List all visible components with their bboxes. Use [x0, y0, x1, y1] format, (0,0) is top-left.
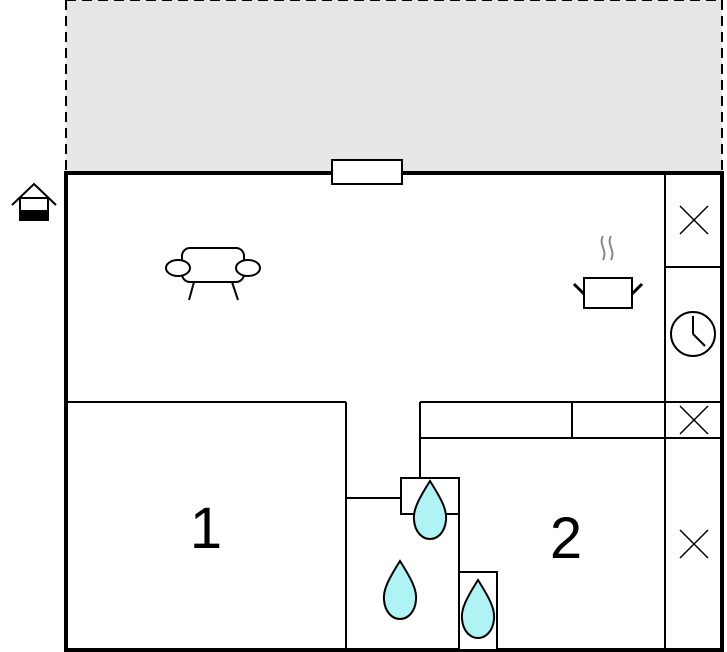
cross-marks [679, 205, 709, 559]
clock-icon [670, 311, 716, 357]
cooking-pot-icon [572, 235, 644, 309]
room-label-2: 2 [550, 506, 582, 571]
sofa-icon [165, 247, 261, 301]
water-drop-icon [412, 479, 448, 541]
water-drop-icon [382, 559, 418, 621]
window-pane [331, 159, 403, 185]
interior-walls [66, 173, 722, 651]
room-label-1: 1 [190, 496, 222, 561]
water-drop-icon [460, 578, 496, 640]
water-drop-icons [382, 479, 496, 640]
house-icon [11, 182, 57, 221]
terrace-area [65, 0, 723, 174]
